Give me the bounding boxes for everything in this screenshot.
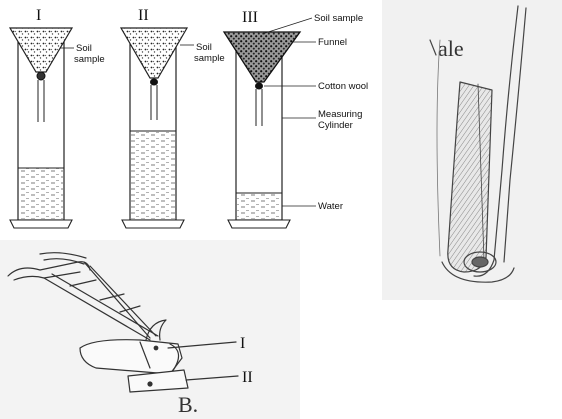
funnel (224, 32, 300, 82)
part-label-one: I (240, 335, 245, 352)
cylinder-base (228, 220, 290, 228)
setup-one: I Soil sample (10, 7, 105, 228)
plough-handle-upper (8, 262, 90, 276)
plough-mouldboard (80, 340, 182, 374)
soil-sample-callout: Soil sample (314, 13, 363, 24)
sketch-inner-tube (448, 82, 492, 272)
cotton-wool-callout: Cotton wool (318, 81, 368, 92)
water-level (131, 131, 175, 219)
plough-share (128, 370, 188, 392)
water-level (237, 193, 281, 219)
cotton-wool-plug (150, 79, 158, 86)
plough-diagram: I II B. (0, 240, 300, 419)
figure-caption: B. (178, 392, 198, 417)
water-callout: Water (318, 201, 343, 212)
soil-sample-label: Soil (76, 43, 92, 54)
soil-sample-label-line2: sample (74, 54, 105, 65)
water-level (19, 168, 63, 219)
soil-sample-label: Soil (196, 42, 212, 53)
measuring-cylinder-callout-line2: Cylinder (318, 120, 353, 131)
part-label-two: II (242, 369, 253, 386)
panel-soil-experiment: I Soil sample II Soil sample (0, 0, 382, 240)
measuring-cylinder-callout: Measuring (318, 109, 362, 120)
soil-experiment-diagram: I Soil sample II Soil sample (0, 0, 382, 240)
cylinder-base (10, 220, 72, 228)
cotton-wool-plug (255, 83, 263, 90)
panel-plough: I II B. (0, 240, 300, 419)
setup-two: II Soil sample (121, 7, 225, 228)
panel-partial-sketch: ale (382, 0, 562, 300)
cylinder-base (122, 220, 184, 228)
partial-handwritten-text: ale (438, 36, 464, 61)
setup-numeral: III (242, 9, 258, 26)
setup-numeral: II (138, 7, 149, 24)
plough-beam (44, 278, 150, 340)
funnel-callout: Funnel (318, 37, 347, 48)
partial-sketch: ale (382, 0, 562, 300)
cotton-wool-plug (37, 72, 45, 80)
setup-numeral: I (36, 7, 41, 24)
soil-sample-label-line2: sample (194, 53, 225, 64)
setup-three: III (224, 9, 300, 228)
